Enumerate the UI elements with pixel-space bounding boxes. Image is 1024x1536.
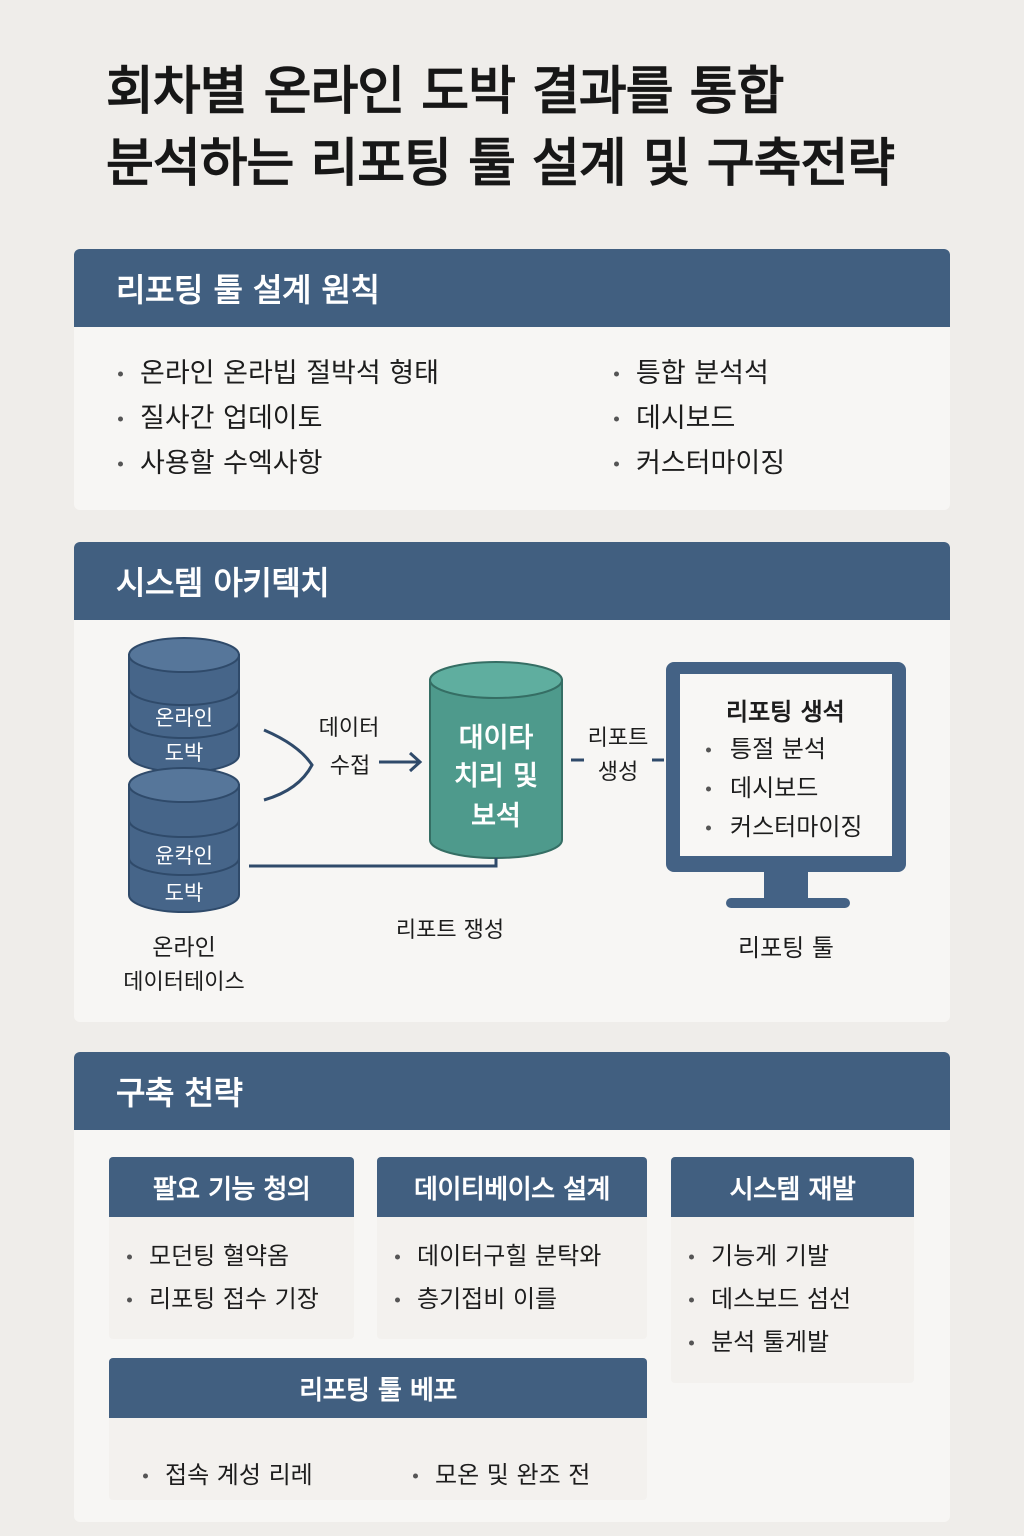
principle-item: 틍합 분석석 <box>612 351 785 396</box>
db1-label-line-1: 온라인 <box>155 706 213 730</box>
page-title: 회차별 온라인 도박 결과를 통합 분석하는 리포팅 툴 설계 및 구축전략 <box>106 56 986 200</box>
strategy-card-requirements: 팔요 기능 청의 모던팅 혈약옴 리포팅 접수 기장 <box>109 1157 354 1339</box>
arrow-head-icon <box>408 751 423 773</box>
strategy-item: 모던팅 혈약옴 <box>125 1235 354 1278</box>
monitor-caption: 리포팅 툴 <box>738 934 834 962</box>
db-caption-line-1: 온라인 <box>152 935 216 961</box>
build-strategy-header: 구축 천략 <box>74 1052 950 1130</box>
database-icon <box>128 767 240 913</box>
strategy-card-deploy: 리포팅 툴 베포 접속 계성 리레 모온 및 완조 전 <box>109 1358 647 1500</box>
principle-item: 온라인 온라빕 절박석 형태 <box>116 351 439 396</box>
principle-item: 데시보드 <box>612 396 785 441</box>
system-architecture-section: 시스템 아키텍치 <box>74 542 950 1022</box>
processing-cylinder <box>429 661 563 859</box>
strategy-item: 기능게 기발 <box>687 1235 914 1278</box>
design-principles-header: 리포팅 툴 설계 원칙 <box>74 249 950 327</box>
strategy-item: 데이터구힐 분탁와 <box>393 1235 647 1278</box>
strategy-card-list: 모던팅 혈약옴 리포팅 접수 기장 <box>109 1217 354 1321</box>
strategy-item: 분석 툴게발 <box>687 1321 914 1364</box>
monitor-list: 틍절 분석 데시보드 커스터마이징 <box>706 730 862 847</box>
collect-label-line-1: 데이터 <box>318 716 380 741</box>
strategy-item: 층기접비 이를 <box>393 1278 647 1321</box>
report-gen-label-line-2: 생성 <box>597 760 639 785</box>
db2-label-line-1: 윤칵인 <box>155 844 213 868</box>
strategy-card-title: 데이티베이스 설계 <box>377 1157 647 1217</box>
principles-right-list: 틍합 분석석 데시보드 커스터마이징 <box>612 351 785 486</box>
report-line <box>249 858 498 868</box>
strategy-card-database: 데이티베이스 설계 데이터구힐 분탁와 층기접비 이를 <box>377 1157 647 1339</box>
strategy-card-list: 데이터구힐 분탁와 층기접비 이를 <box>377 1217 647 1321</box>
principle-item: 질사간 업데이토 <box>116 396 439 441</box>
deploy-list-left: 접속 계성 리레 <box>125 1436 313 1497</box>
merge-connector <box>263 728 314 802</box>
monitor-item: 데시보드 <box>706 769 862 808</box>
principle-item: 사용할 수엑사항 <box>116 441 439 486</box>
strategy-card-title: 시스템 재발 <box>671 1157 914 1217</box>
db2-label-line-2: 도박 <box>164 881 204 905</box>
monitor-title: 리포팅 생석 <box>726 698 845 726</box>
collect-label-line-2: 수접 <box>329 754 371 779</box>
bottom-report-label: 리포트 쟁성 <box>395 918 505 943</box>
monitor-item: 커스터마이징 <box>706 808 862 847</box>
design-principles-section: 리포팅 툴 설계 원칙 온라인 온라빕 절박석 형태 질사간 업데이토 사용할 … <box>74 249 950 510</box>
strategy-card-list: 기능게 기발 데스보드 섬선 분석 툴게발 <box>671 1217 914 1364</box>
strategy-card-development: 시스템 재발 기능게 기발 데스보드 섬선 분석 툴게발 <box>671 1157 914 1383</box>
deploy-list-right: 모온 및 완조 전 <box>395 1436 590 1497</box>
report-gen-label-line-1: 리포트 <box>587 726 649 751</box>
processing-label-line-2: 치리 및 <box>454 761 538 792</box>
page-title-line-2: 분석하는 리포팅 툴 설계 및 구축전략 <box>106 134 895 194</box>
deploy-item: 모온 및 완조 전 <box>411 1454 590 1497</box>
db1-label-line-2: 도박 <box>164 741 204 765</box>
processing-label-line-1: 대이타 <box>458 723 534 754</box>
strategy-item: 데스보드 섬선 <box>687 1278 914 1321</box>
principle-item: 커스터마이징 <box>612 441 785 486</box>
database-icon <box>128 637 240 773</box>
db-caption-line-2: 데이터테이스 <box>123 970 245 995</box>
page-title-line-1: 회차별 온라인 도박 결과를 통합 <box>106 62 784 122</box>
principles-left-list: 온라인 온라빕 절박석 형태 질사간 업데이토 사용할 수엑사항 <box>116 351 439 486</box>
system-architecture-header: 시스템 아키텍치 <box>74 542 950 620</box>
monitor-item: 틍절 분석 <box>706 730 862 769</box>
strategy-card-title: 리포팅 툴 베포 <box>109 1358 647 1418</box>
strategy-card-title: 팔요 기능 청의 <box>109 1157 354 1217</box>
build-strategy-section: 구축 천략 팔요 기능 청의 모던팅 혈약옴 리포팅 접수 기장 데이티베이스 … <box>74 1052 950 1522</box>
deploy-item: 접속 계성 리레 <box>141 1454 313 1497</box>
processing-label-line-3: 보석 <box>471 801 521 832</box>
strategy-item: 리포팅 접수 기장 <box>125 1278 354 1321</box>
